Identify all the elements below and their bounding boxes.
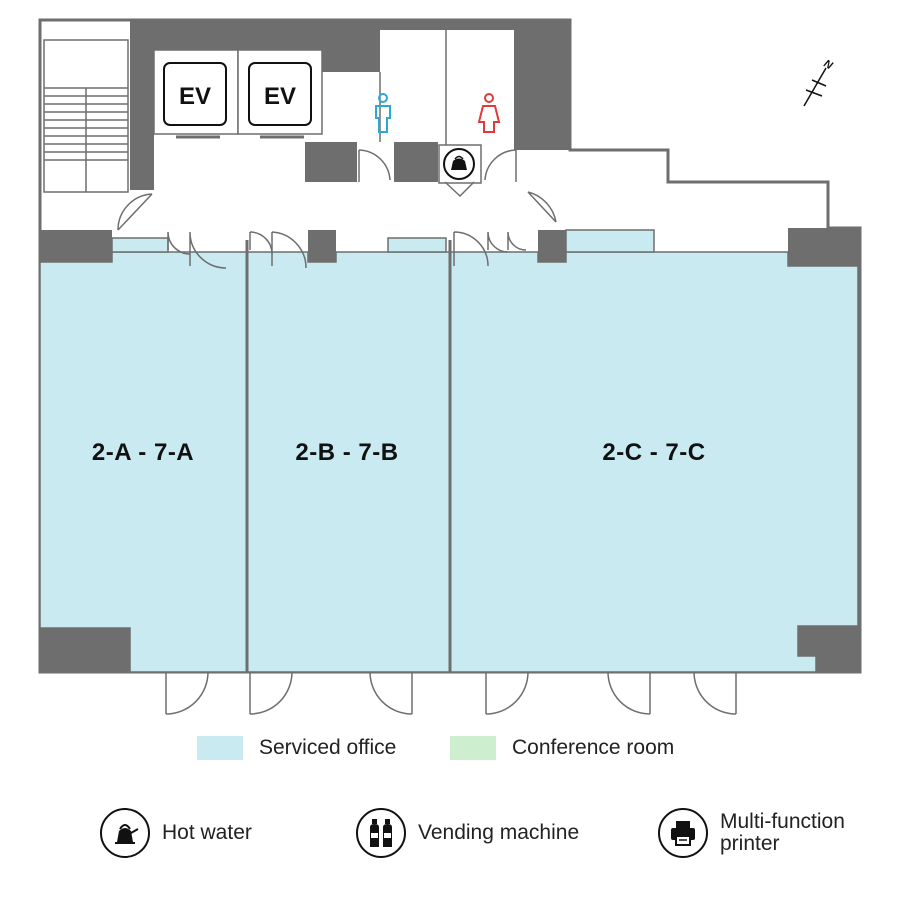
amenity-printer: Multi-function printer [658, 808, 845, 858]
floor-plan: EV EV [38, 18, 862, 715]
room-c-area [449, 251, 859, 673]
room-b-label: 2-B - 7-B [295, 439, 398, 466]
amenity-vending: Vending machine [356, 808, 579, 858]
male-restroom-icon [375, 93, 391, 133]
elevator-right-label: EV [264, 83, 296, 110]
office-rooms [39, 240, 859, 673]
compass [803, 67, 827, 107]
room-c-label: 2-C - 7-C [602, 439, 705, 466]
staircase [43, 39, 129, 193]
female-restroom-icon [477, 93, 501, 133]
printer-label-line2: printer [720, 832, 780, 855]
kettle-icon [100, 808, 150, 858]
room-a-label: 2-A - 7-A [92, 439, 194, 466]
bottles-icon [356, 808, 406, 858]
elevator-left-label: EV [179, 83, 211, 110]
structural-walls [40, 20, 860, 672]
legend-serviced: Serviced office [197, 736, 396, 760]
hot-water-label: Hot water [162, 821, 252, 844]
elevator-left [163, 62, 227, 126]
elevator-right [248, 62, 312, 126]
printer-label: Multi-function printer [720, 811, 845, 855]
conference-label: Conference room [512, 736, 675, 759]
conference-swatch [450, 736, 496, 760]
hot-water-icon [438, 144, 482, 184]
printer-icon [658, 808, 708, 858]
window-strips [111, 229, 655, 253]
doors [117, 149, 737, 715]
serviced-swatch [197, 736, 243, 760]
serviced-label: Serviced office [259, 736, 397, 759]
elevator-shafts: EV EV [153, 49, 323, 139]
room-b-area [246, 251, 451, 673]
amenity-hot-water: Hot water [100, 808, 252, 858]
legend-conference: Conference room [450, 736, 674, 760]
vending-label: Vending machine [418, 821, 580, 844]
printer-label-line1: Multi-function [720, 810, 845, 833]
compass-north-label: N [822, 58, 836, 73]
